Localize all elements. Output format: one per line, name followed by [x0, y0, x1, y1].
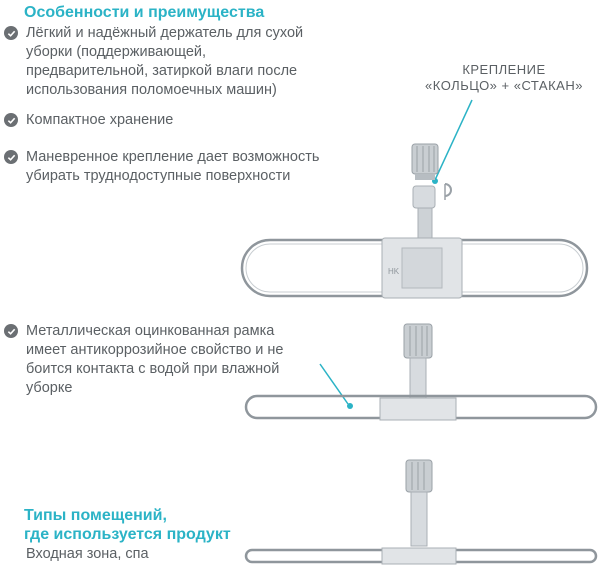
ring-icon	[444, 183, 452, 197]
brand-logo: HK	[388, 267, 400, 276]
feature-text: Маневренное крепление дает возможность у…	[26, 149, 320, 184]
callout-pointer-line	[434, 99, 473, 181]
mop-holder-illustration-assembled	[244, 323, 598, 421]
mount-callout-label: КРЕПЛЕНИЕ «КОЛЬЦО» + «СТАКАН»	[425, 62, 583, 93]
check-circle-icon	[4, 26, 18, 40]
feature-item: Лёгкий и надёжный держатель для сухой уб…	[4, 24, 303, 100]
features-heading: Особенности и преимущества	[24, 4, 265, 21]
mop-holder-illustration-exploded: HK	[240, 99, 589, 299]
check-circle-icon	[4, 324, 18, 338]
mop-holder-illustration-upright	[244, 459, 598, 565]
feature-item: Маневренное крепление дает возможность у…	[4, 148, 319, 186]
feature-text: Лёгкий и надёжный держатель для сухой уб…	[26, 25, 304, 98]
callout-pointer-line	[319, 363, 349, 405]
feature-item: Металлическая оцинкованная рамка имеет а…	[4, 322, 284, 398]
feature-text: Компактное хранение	[26, 112, 174, 128]
feature-item: Компактное хранение	[4, 111, 173, 130]
check-circle-icon	[4, 150, 18, 164]
rooms-heading: Типы помещений, где используется продукт	[24, 507, 231, 543]
room-type-item: Входная зона, спа	[26, 546, 149, 562]
check-circle-icon	[4, 113, 18, 127]
feature-text: Металлическая оцинкованная рамка имеет а…	[26, 323, 284, 396]
